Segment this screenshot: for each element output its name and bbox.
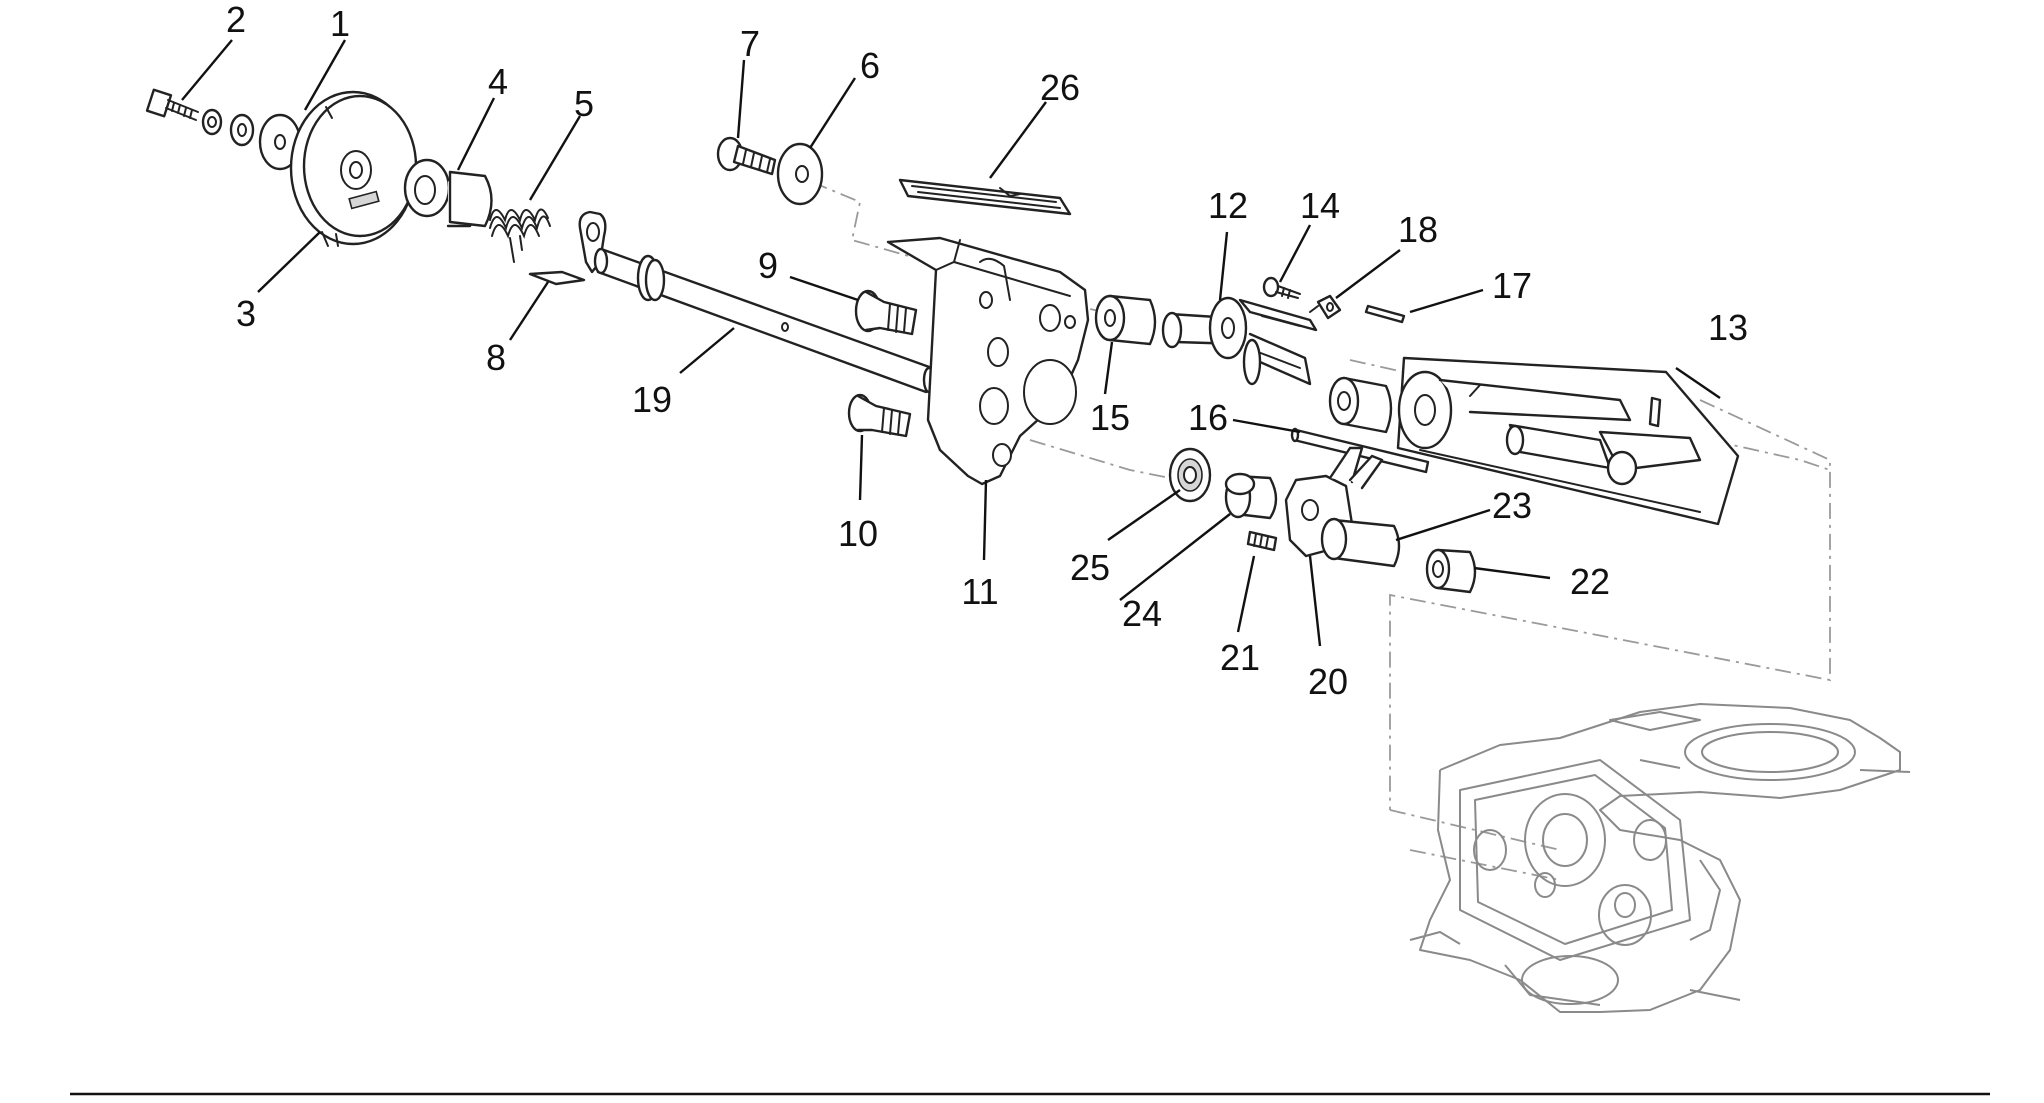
part-13-plate bbox=[1396, 356, 1740, 526]
callout-19: 19 bbox=[632, 379, 672, 420]
callouts: 1 2 3 4 5 6 7 8 9 10 11 12 13 14 15 16 1… bbox=[226, 0, 1748, 702]
leader-lines bbox=[181, 39, 1721, 647]
callout-4: 4 bbox=[488, 61, 508, 102]
washer-small bbox=[201, 108, 223, 136]
callout-23: 23 bbox=[1492, 485, 1532, 526]
callout-10: 10 bbox=[838, 513, 878, 554]
part-15-bushing bbox=[1094, 294, 1157, 346]
callout-25: 25 bbox=[1070, 547, 1110, 588]
part-11-bracket bbox=[886, 236, 1090, 486]
part-9-screw bbox=[854, 289, 918, 336]
callout-17: 17 bbox=[1492, 265, 1532, 306]
part-24-bushing bbox=[1224, 472, 1278, 520]
callout-18: 18 bbox=[1398, 209, 1438, 250]
callout-6: 6 bbox=[860, 45, 880, 86]
callout-12: 12 bbox=[1208, 185, 1248, 226]
washer-medium bbox=[229, 113, 255, 147]
sleeve-bushing bbox=[1328, 376, 1393, 434]
callout-3: 3 bbox=[236, 293, 256, 334]
callout-21: 21 bbox=[1220, 637, 1260, 678]
part-19-shaft bbox=[593, 247, 936, 394]
callout-11: 11 bbox=[961, 571, 998, 612]
part-7-screw bbox=[716, 136, 777, 176]
part-8-tab bbox=[528, 210, 607, 286]
callout-5: 5 bbox=[574, 83, 594, 124]
part-17-pin bbox=[1364, 304, 1406, 324]
part-6-washer bbox=[776, 142, 824, 206]
part-2-bolt bbox=[145, 88, 199, 121]
part-26-gasket bbox=[898, 178, 1072, 216]
part-10-screw bbox=[847, 393, 912, 438]
callout-20: 20 bbox=[1308, 661, 1348, 702]
callout-22: 22 bbox=[1570, 561, 1610, 602]
callout-8: 8 bbox=[486, 337, 506, 378]
part-21-setscrew bbox=[1246, 530, 1278, 552]
part-12-lever bbox=[1161, 296, 1318, 386]
callout-7: 7 bbox=[740, 23, 760, 64]
part-23-sleeve bbox=[1320, 517, 1401, 568]
callout-24: 24 bbox=[1122, 593, 1162, 634]
part-1-washer bbox=[258, 113, 302, 171]
part-3-plate bbox=[289, 90, 418, 247]
callout-26: 26 bbox=[1040, 67, 1080, 108]
callout-14: 14 bbox=[1300, 185, 1340, 226]
part-25-seal bbox=[1168, 447, 1212, 503]
part-4-bushing bbox=[403, 158, 493, 228]
callout-13: 13 bbox=[1708, 307, 1748, 348]
part-5-spring bbox=[489, 208, 551, 263]
callout-2: 2 bbox=[226, 0, 246, 40]
callout-9: 9 bbox=[758, 245, 778, 286]
part-14-screw bbox=[1262, 276, 1301, 299]
part-18-clip bbox=[1309, 294, 1342, 320]
engine-crankcase bbox=[1409, 703, 1911, 1013]
callout-15: 15 bbox=[1090, 397, 1130, 438]
callout-1: 1 bbox=[330, 3, 350, 44]
callout-16: 16 bbox=[1188, 397, 1228, 438]
part-22-bushing bbox=[1425, 548, 1477, 594]
